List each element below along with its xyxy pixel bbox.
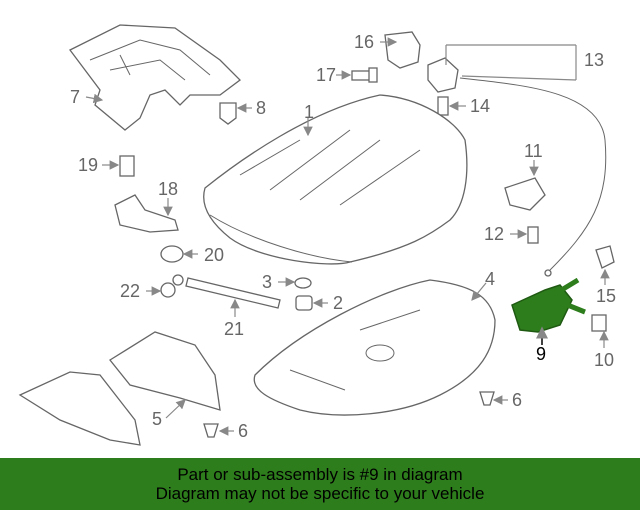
part-10-bolt xyxy=(591,314,607,332)
callout-1: 1 xyxy=(304,102,314,122)
part-4-insulator xyxy=(253,279,496,416)
callout-8: 8 xyxy=(256,98,266,118)
callout-19: 19 xyxy=(78,155,98,175)
part-22-clip xyxy=(160,274,184,298)
part-17-bolt xyxy=(351,67,378,83)
callout-16: 16 xyxy=(354,32,374,52)
part-18-hinge xyxy=(114,194,179,233)
part-8-clip xyxy=(219,102,237,125)
part-15-clip xyxy=(595,245,615,269)
callout-2: 2 xyxy=(333,293,343,313)
part-14-bolt xyxy=(437,96,449,116)
part-20-bumper xyxy=(160,245,184,263)
callout-22: 22 xyxy=(120,281,140,301)
callout-21: 21 xyxy=(224,319,244,339)
callout-5: 5 xyxy=(152,409,162,429)
part-9-latch-highlighted xyxy=(511,277,586,333)
part-7-shield xyxy=(69,24,241,131)
part-5-shield xyxy=(18,331,221,446)
callout-6b: 6 xyxy=(238,421,248,441)
leader-lines xyxy=(85,37,610,436)
callout-17: 17 xyxy=(316,65,336,85)
callout-9: 9 xyxy=(536,344,546,364)
part-11-striker xyxy=(504,177,546,211)
part-2-bumper xyxy=(295,295,313,311)
callout-11: 11 xyxy=(524,141,543,161)
part-6-clips xyxy=(203,391,495,438)
part-21-strut xyxy=(185,277,281,309)
callout-3: 3 xyxy=(262,272,272,292)
callout-20: 20 xyxy=(204,245,224,265)
part-19-bolt xyxy=(119,155,135,177)
banner-line-1: Part or sub-assembly is #9 in diagram xyxy=(177,465,463,484)
callout-7: 7 xyxy=(70,87,80,107)
callout-4: 4 xyxy=(485,269,495,289)
part-13-cable xyxy=(427,57,607,277)
banner-line-2: Diagram may not be specific to your vehi… xyxy=(155,484,485,503)
callout-numbers: 1 2 3 4 5 6 6 7 8 9 10 11 12 13 14 15 16… xyxy=(70,32,616,441)
part-3-ring xyxy=(294,277,312,289)
callout-13: 13 xyxy=(584,50,604,70)
part-16-bracket xyxy=(384,31,421,69)
callout-12: 12 xyxy=(484,224,504,244)
callout-14: 14 xyxy=(470,96,490,116)
callout-6a: 6 xyxy=(512,390,522,410)
callout-18: 18 xyxy=(158,179,178,199)
callout-15: 15 xyxy=(596,286,616,306)
info-banner: Part or sub-assembly is #9 in diagram Di… xyxy=(0,458,640,510)
callout-10: 10 xyxy=(594,350,614,370)
part-12-bolt xyxy=(527,226,539,244)
part-1-hood xyxy=(203,94,468,265)
